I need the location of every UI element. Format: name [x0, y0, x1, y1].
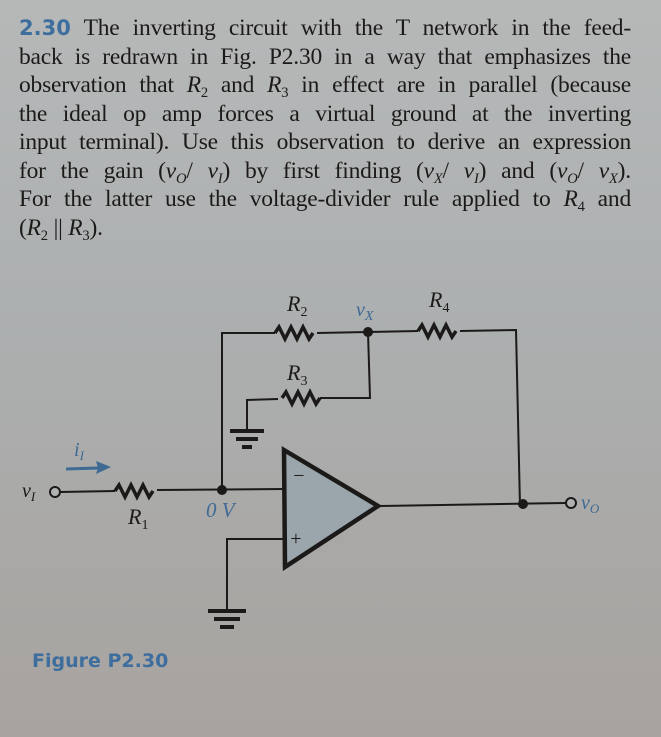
problem-line-6: for the gain (vO/ vI) by first finding (…	[19, 157, 631, 187]
label-r3: R3	[286, 360, 307, 389]
wire-left-feedback	[221, 332, 275, 490]
junction-output	[518, 499, 528, 509]
opamp-icon	[281, 446, 383, 572]
label-vi: vI	[22, 480, 36, 504]
problem-number: 2.30	[19, 16, 71, 40]
label-r1: R1	[127, 504, 148, 533]
resistor-r1	[113, 481, 155, 501]
label-r4: R4	[428, 287, 449, 316]
problem-line-4: the ideal op amp forces a virtual ground…	[19, 100, 631, 127]
ground-icon-plus	[208, 609, 246, 629]
figure-caption: Figure P2.30	[32, 650, 169, 672]
problem-line-1: 2.30 The inverting circuit with the T ne…	[19, 15, 631, 41]
problem-statement: 2.30 The inverting circuit with the T ne…	[19, 14, 631, 244]
problem-line-5: input terminal). Use this observation to…	[19, 129, 631, 155]
problem-line-8: (R2 || R3).	[19, 214, 103, 244]
terminal-vo	[565, 497, 577, 509]
opamp-plus-label: +	[289, 528, 303, 550]
label-vo: vO	[581, 492, 600, 516]
junction-vx	[363, 327, 373, 337]
opamp-minus-label: −	[292, 465, 306, 487]
resistor-r3	[280, 388, 322, 408]
label-r2: R2	[286, 291, 307, 320]
problem-line-7: For the latter use the voltage-divider r…	[19, 186, 631, 215]
current-arrow-icon	[65, 461, 111, 474]
label-vx: vX	[356, 299, 374, 324]
junction-virtual-ground	[217, 485, 227, 495]
terminal-vi	[49, 486, 61, 498]
problem-line-3: observation that R2 and R3 in effect are…	[19, 72, 631, 101]
resistor-r4	[416, 321, 458, 341]
label-virtual-ground: 0 V	[206, 498, 237, 522]
label-ii: iI	[74, 439, 85, 463]
problem-line-2: back is redrawn in Fig. P2.30 in a way t…	[19, 43, 631, 70]
resistor-r2	[273, 323, 315, 343]
ground-icon-r3	[230, 429, 264, 449]
